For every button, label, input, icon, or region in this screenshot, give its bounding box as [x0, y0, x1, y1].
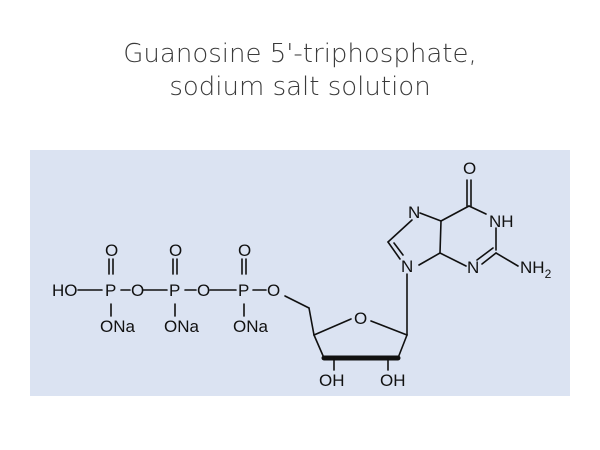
bond-c5-c4 [308, 307, 315, 336]
phosphate-chain-bonds [77, 289, 267, 317]
bond-c4-c5 [439, 220, 442, 254]
bond-n7-c5 [419, 212, 442, 222]
bond-n9-c4 [418, 252, 441, 266]
bond-c1-c2 [397, 334, 408, 359]
sodium-salt-3: ONa [233, 317, 269, 336]
structure-panel: O O O HO P O P O P O ONa ONa ONa O OH OH [30, 150, 570, 396]
hydroxyl-3: OH [319, 371, 345, 390]
nitrogen-1-nh: NH [489, 212, 514, 231]
phosphate-oxygen-1: O [105, 241, 118, 260]
amine-nh2: NH2 [520, 258, 552, 281]
phosphate-double-bonds [108, 258, 247, 275]
phosphate-oxygen-2: O [169, 241, 182, 260]
sodium-salt-1: ONa [100, 317, 136, 336]
bridge-oxygen-2: O [197, 281, 210, 300]
bond-n3-c2-inner [476, 247, 494, 261]
bond-c4-c3 [313, 334, 325, 359]
chemical-structure: O O O HO P O P O P O ONa ONa ONa O OH OH [52, 159, 552, 390]
ribose-ring [284, 273, 408, 371]
sodium-salt-2: ONa [164, 317, 200, 336]
bond-n3-c2 [481, 252, 497, 265]
bond-c8-n9 [387, 241, 401, 260]
ring-oxygen: O [354, 309, 367, 328]
bond-ring-o-c1 [370, 320, 408, 336]
bond-c5-c6 [440, 205, 470, 222]
phosphorus-1: P [105, 281, 116, 300]
phosphate-oxygen-3: O [238, 241, 251, 260]
nitrogen-7: N [408, 203, 420, 222]
nitrogen-3: N [467, 258, 479, 277]
carbonyl-oxygen: O [463, 159, 476, 178]
bond-o3-c5 [284, 295, 310, 309]
title-line-1: Guanosine 5'-triphosphate, [123, 39, 477, 69]
bond-n7-c8 [387, 219, 413, 243]
amine-nh: NH [520, 258, 545, 277]
bond-c2-nh2 [495, 252, 519, 267]
title-line-2: sodium salt solution [169, 72, 431, 102]
hydroxyl-2: OH [380, 371, 406, 390]
phosphorus-2: P [169, 281, 180, 300]
nitrogen-9: N [401, 257, 413, 276]
bond-c6-n1 [468, 205, 487, 215]
bond-c8-n9-inner [393, 242, 404, 256]
bond-c4-ring-o [313, 318, 352, 336]
page-title: Guanosine 5'-triphosphate, sodium salt s… [0, 38, 600, 104]
amine-subscript-2: 2 [545, 267, 552, 281]
bond-c4-n3 [439, 252, 467, 267]
phosphorus-3: P [238, 281, 249, 300]
guanine-base [387, 179, 519, 267]
hydroxyl-ho: HO [52, 281, 78, 300]
bridge-oxygen-3: O [267, 281, 280, 300]
bridge-oxygen-1: O [131, 281, 144, 300]
